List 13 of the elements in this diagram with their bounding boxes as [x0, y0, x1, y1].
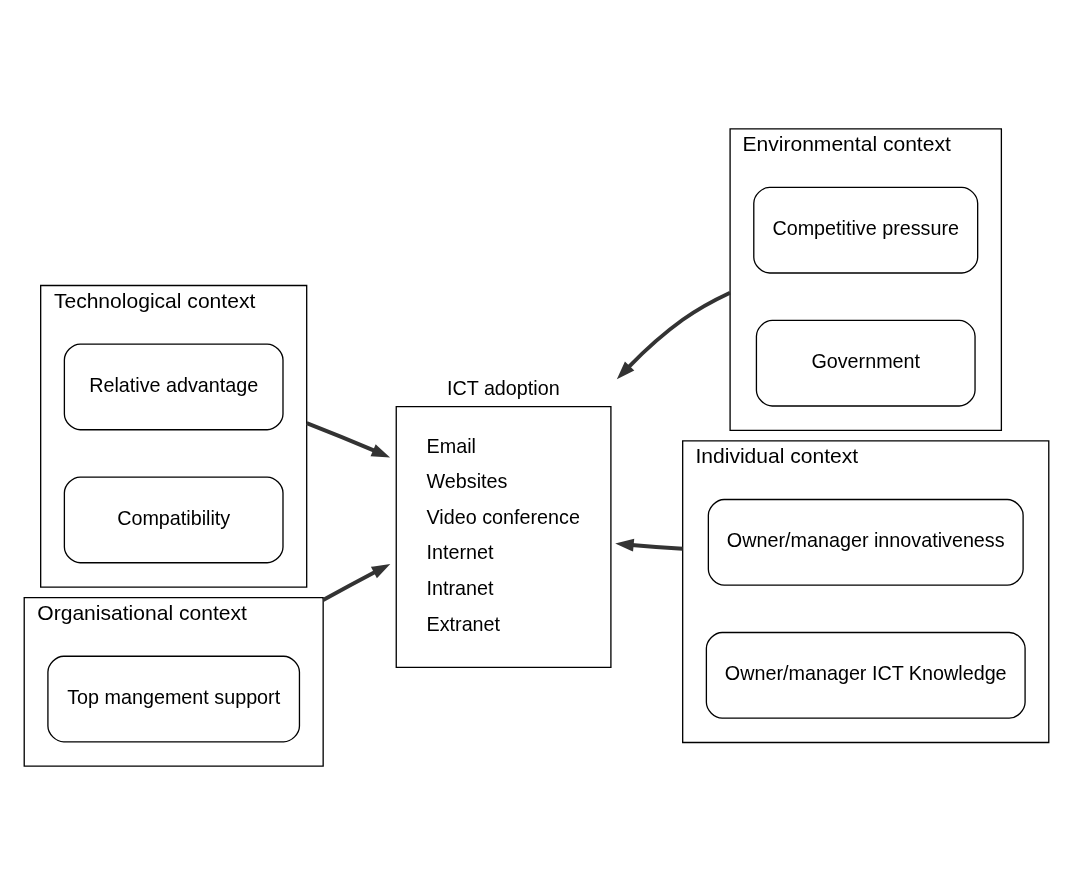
arrow — [616, 290, 731, 380]
node-box: Competitive pressure — [753, 186, 979, 274]
arrow — [322, 564, 391, 602]
node-box: Owner/manager ICT Knowledge — [705, 631, 1026, 719]
node-box: Relative advantage — [63, 343, 284, 431]
arrow — [615, 538, 683, 552]
arrow — [306, 421, 391, 458]
node-box: Email Websites Video conference Internet Intranet Extranet — [395, 406, 612, 669]
node-box: Owner/manager innovativeness — [707, 498, 1024, 586]
node-box: Compatibility — [63, 476, 284, 564]
node-label: ICT adoption — [446, 376, 560, 399]
node-box: Top mangement support — [47, 655, 301, 743]
node-box: Government — [755, 319, 976, 407]
